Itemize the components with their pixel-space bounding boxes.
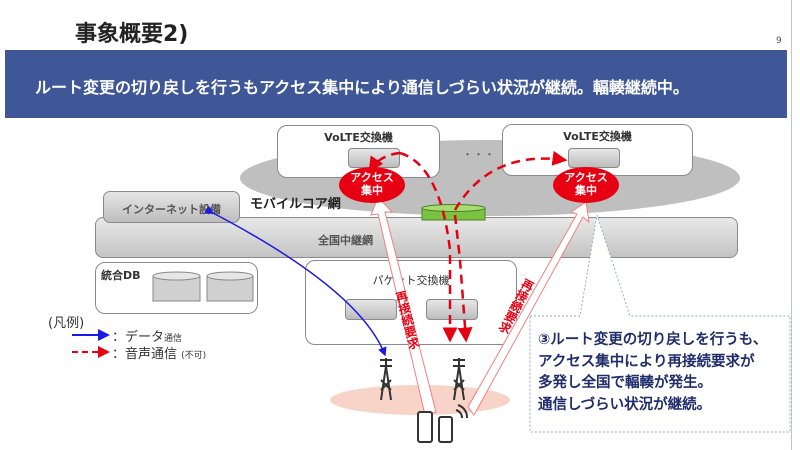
label-line: 集中 xyxy=(575,184,597,197)
callout-line: 多発し全国で輻輳が発生。 xyxy=(538,375,712,391)
cell-tower-1-icon xyxy=(380,358,392,401)
voice-paths xyxy=(368,150,568,343)
callout-line: 通信しづらい状況が継続。 xyxy=(538,396,712,413)
legend-data: ：データ通信 xyxy=(112,326,182,345)
integrated-db-label: 統合DB xyxy=(101,269,141,282)
legend-voice-label: ：音声通信 xyxy=(112,347,178,362)
volte-switch-2-label: VoLTE交換機 xyxy=(563,130,632,143)
user-area xyxy=(330,385,510,415)
national-relay-network xyxy=(95,217,738,258)
callout-line: アクセス集中により再接続要求が xyxy=(538,353,755,370)
page-number: 9 xyxy=(776,36,782,46)
cell-tower-2-icon xyxy=(453,358,465,401)
legend-title: (凡例) xyxy=(48,316,85,331)
legend-data-suffix: 通信 xyxy=(164,334,183,344)
db-cylinder-1 xyxy=(152,271,201,302)
reconnect-arrow-2 xyxy=(467,201,590,416)
callout-line: ③ルート変更の切り戻しを行うも、 xyxy=(538,332,768,348)
volte-switch-1-label: VoLTE交換機 xyxy=(324,131,393,144)
label-line: 集中 xyxy=(361,184,383,197)
access-concentration-2-label: アクセス集中 xyxy=(553,171,619,197)
slide-border xyxy=(791,0,792,450)
mobile-phones-icon xyxy=(417,404,468,443)
label-line: アクセス xyxy=(350,171,394,184)
ellipsis: ・・・ xyxy=(462,148,495,161)
data-path xyxy=(204,205,387,357)
banner-text: ルート変更の切り戻しを行うもアクセス集中により通信しづらい状況が継続。輻輳継続中… xyxy=(35,78,689,97)
callout-box xyxy=(529,214,791,433)
access-concentration-2 xyxy=(553,167,619,203)
access-concentration-1 xyxy=(339,167,405,203)
label-line: アクセス xyxy=(564,171,608,184)
legend-voice: ：音声通信 (不可) xyxy=(112,343,206,362)
internet-facility-label: インターネット設備 xyxy=(122,203,221,216)
access-concentration-1-label: アクセス集中 xyxy=(339,171,405,197)
callout-text: ③ルート変更の切り戻しを行うも、 アクセス集中により再接続要求が 多発し全国で輻… xyxy=(538,330,767,416)
router-cylinder xyxy=(421,204,486,221)
db-cylinder-2 xyxy=(206,271,254,302)
legend-voice-suffix: (不可) xyxy=(181,351,207,361)
packet-switch-label: パケット交換機 xyxy=(372,274,450,287)
slide-title: 事象概要2) xyxy=(75,22,189,47)
summary-banner: ルート変更の切り戻しを行うもアクセス集中により通信しづらい状況が継続。輻輳継続中… xyxy=(5,50,787,118)
volte-unit-2 xyxy=(568,148,620,168)
legend-data-label: ：データ xyxy=(112,330,165,345)
packet-unit-2 xyxy=(426,299,478,320)
